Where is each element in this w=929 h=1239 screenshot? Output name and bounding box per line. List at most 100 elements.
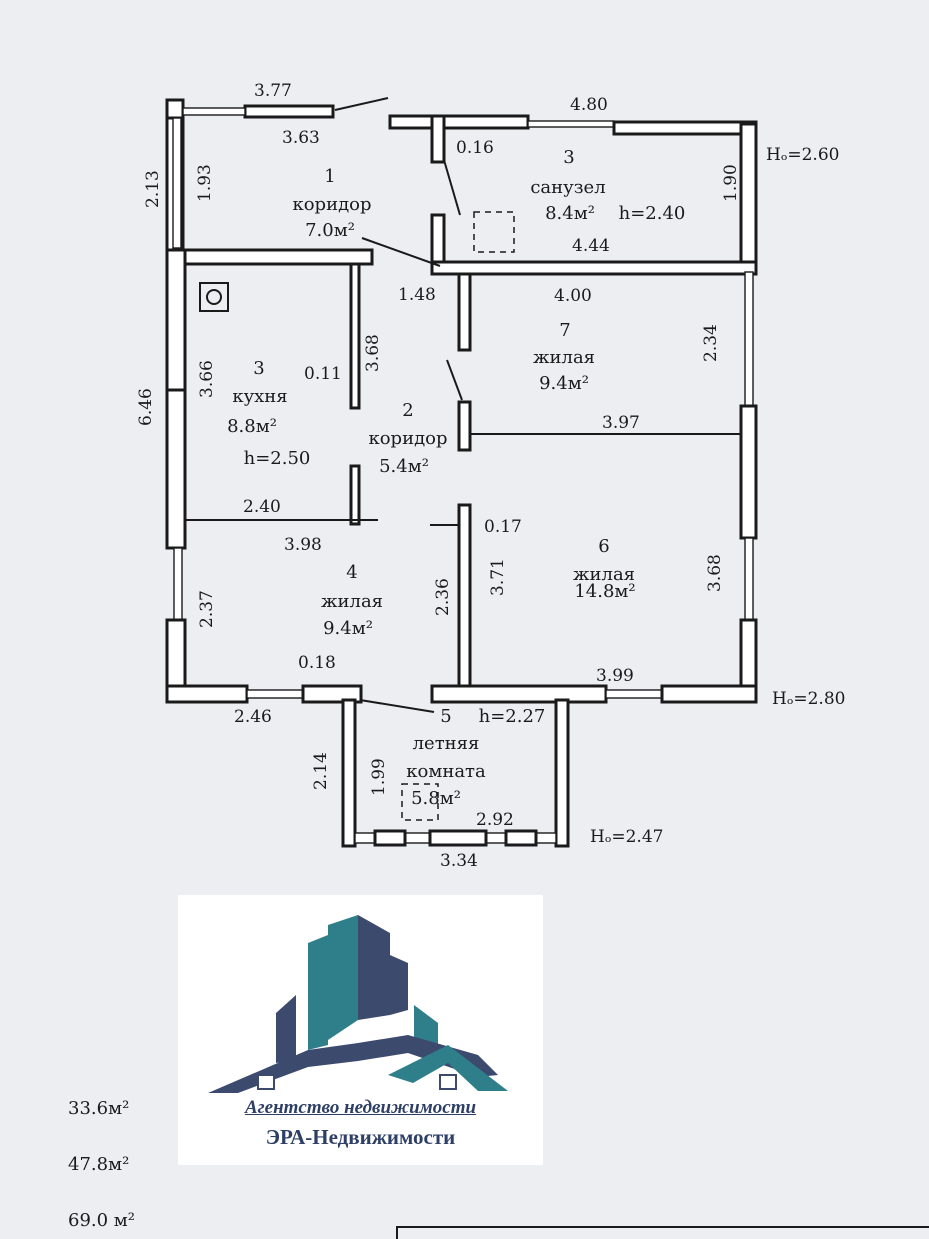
room5-name2: комната: [406, 761, 486, 782]
dim-237: 2.37: [197, 590, 217, 628]
logo-line2: ЭРА-Недвижимости: [265, 1125, 456, 1149]
room5-area: 5.8м²: [411, 788, 461, 809]
window-bottom-2: [605, 689, 663, 699]
dim-016: 0.16: [456, 138, 494, 158]
room4-name: жилая: [321, 591, 383, 612]
total-2: 47.8м²: [68, 1154, 130, 1175]
room3b-name: кухня: [232, 386, 287, 407]
window-right-1: [744, 271, 754, 407]
wall-bath-left-2: [430, 213, 446, 269]
dim-398: 3.98: [284, 535, 322, 555]
stove-icon: [199, 282, 229, 312]
wall-bottom-4: [660, 684, 758, 704]
room3b-num: 3: [253, 358, 264, 379]
dim-363: 3.63: [282, 128, 320, 148]
dim-368a: 3.68: [363, 334, 383, 372]
dim-366: 3.66: [197, 360, 217, 398]
dim-213: 2.13: [143, 170, 163, 208]
height-mid: Hₒ=2.80: [772, 689, 845, 709]
dim-334: 3.34: [440, 851, 478, 871]
wall-top-2: [388, 114, 530, 130]
dim-199: 1.99: [369, 758, 389, 796]
dim-190: 1.90: [721, 164, 741, 202]
total-1: 33.6м²: [68, 1098, 130, 1119]
dim-011: 0.11: [304, 364, 342, 384]
room3a-h: h=2.40: [619, 203, 686, 224]
dim-240: 2.40: [243, 497, 281, 517]
summer-mullion-3: [504, 829, 538, 847]
wall-left-mid: [165, 388, 187, 550]
wall-left-kitchen: [165, 248, 187, 392]
dim-148: 1.48: [398, 285, 436, 305]
wall-bottom-1: [165, 684, 249, 704]
window-top-1: [182, 107, 246, 116]
summer-mullion-1: [373, 829, 407, 847]
room4-num: 4: [346, 562, 357, 583]
door-line-1: [334, 97, 389, 111]
window-left-room4: [173, 547, 183, 621]
wall-bath-left: [430, 114, 446, 164]
dim-018: 0.18: [298, 653, 336, 673]
room7-name: жилая: [533, 347, 595, 368]
dim-193: 1.93: [195, 164, 215, 202]
summer-pointer: [359, 699, 435, 713]
height-top: Hₒ=2.60: [766, 145, 839, 165]
room4-area: 9.4м²: [323, 618, 373, 639]
dim-646: 6.46: [136, 388, 156, 426]
room3b-area: 8.8м²: [227, 416, 277, 437]
dim-214: 2.14: [311, 752, 331, 790]
room7-num: 7: [559, 320, 570, 341]
room2-area: 5.4м²: [379, 456, 429, 477]
wall-right-mid: [739, 404, 758, 540]
wall-center-3: [457, 503, 472, 697]
room3a-name: санузел: [530, 177, 605, 198]
room2-num: 2: [402, 400, 413, 421]
room5-num: 5: [440, 706, 451, 727]
height-bot: Hₒ=2.47: [590, 827, 663, 847]
bath-door: [443, 159, 461, 216]
room1-area: 7.0м²: [305, 220, 355, 241]
room6-name: жилая: [573, 564, 635, 585]
stamp-box-edge: [396, 1226, 929, 1239]
wall-top-1: [243, 104, 335, 119]
total-3: 69.0 м²: [68, 1210, 136, 1231]
wall-center-2: [457, 400, 472, 452]
dim-377: 3.77: [254, 81, 292, 101]
room1-name: коридор: [292, 194, 371, 215]
door-room7: [446, 359, 463, 401]
logo-graphic: [208, 915, 508, 1093]
room5-h: h=2.27: [479, 706, 546, 727]
floor-plan: 3.77 3.63 4.80 0.16 4.44 1.48 4.00 0.11 …: [136, 81, 845, 871]
window-left-top: [172, 117, 182, 249]
dim-444: 4.44: [572, 236, 610, 256]
stove-burner: [206, 289, 222, 305]
partition-kitchen-2: [349, 464, 361, 526]
wall-summer-right: [554, 698, 570, 848]
dim-480: 4.80: [570, 95, 608, 115]
partition-kitchen: [349, 262, 361, 410]
logo-line1: Агентство недвижимости: [244, 1097, 477, 1118]
wall-center-1: [457, 272, 472, 352]
wall-right-top: [739, 122, 758, 274]
wall-bath-bottom: [430, 260, 758, 276]
room2-name: коридор: [368, 428, 447, 449]
window-right-2: [744, 537, 754, 621]
room3b-h: h=2.50: [244, 448, 311, 469]
bath-fixture: [473, 211, 515, 253]
wall-corner: [165, 98, 185, 120]
summer-mullion-2: [428, 829, 488, 847]
room5-name1: летняя: [413, 733, 480, 754]
dim-371: 3.71: [488, 558, 508, 596]
dim-397: 3.97: [602, 413, 640, 433]
wall-top-3: [612, 120, 758, 136]
dim-292: 2.92: [476, 810, 514, 830]
room3a-num: 3: [563, 147, 574, 168]
wall-kitchen-top: [165, 248, 374, 266]
room6-num: 6: [598, 536, 609, 557]
dim-399: 3.99: [596, 666, 634, 686]
dim-236: 2.36: [433, 578, 453, 616]
dim-017: 0.17: [484, 517, 522, 537]
room6-area: 14.8м²: [574, 581, 635, 602]
room3a-area: 8.4м²: [545, 203, 595, 224]
agency-logo: Агентство недвижимости ЭРА-Недвижимости: [178, 895, 543, 1165]
